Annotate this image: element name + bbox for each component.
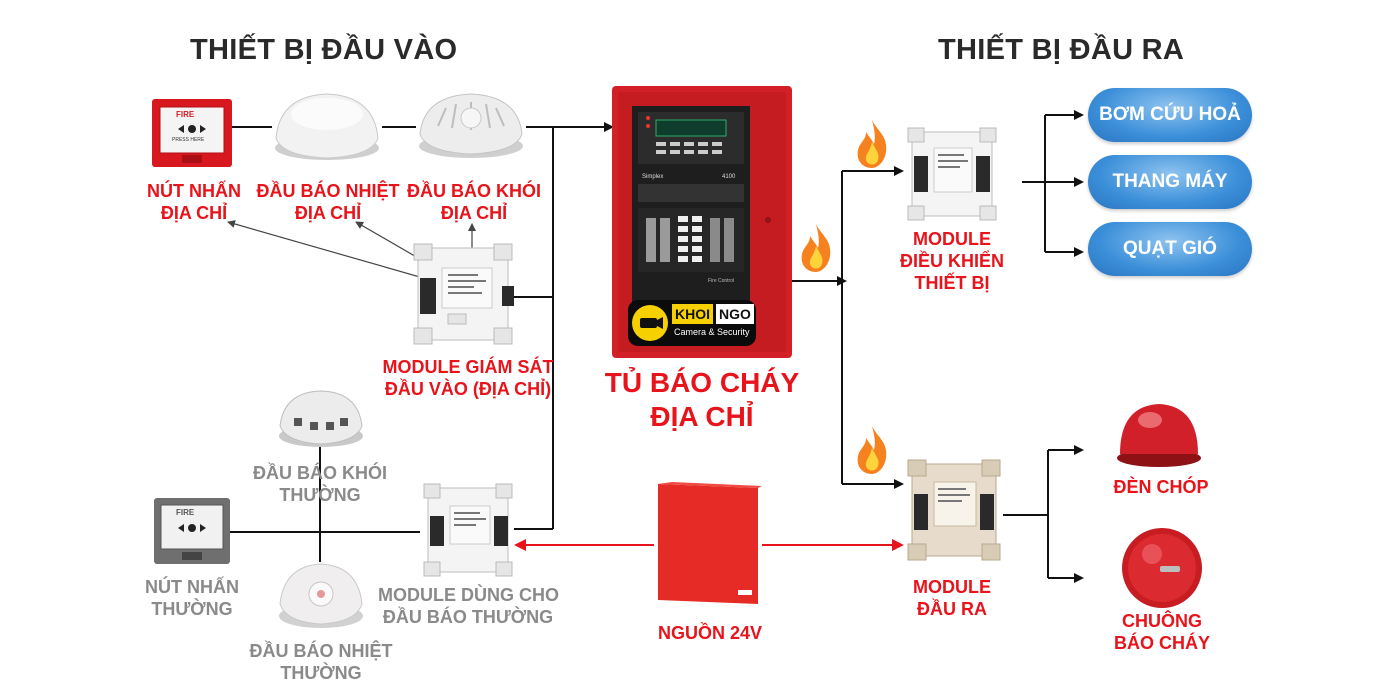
call-point-fire-text: FIRE <box>176 110 195 119</box>
input-monitor-module-image <box>410 242 516 351</box>
call-point-press-text: PRESS HERE <box>172 137 205 143</box>
conventional-heat-detector-image <box>276 560 366 637</box>
panel-caption-text: Fire Control <box>708 278 734 284</box>
outputs-heading: THIẾT BỊ ĐẦU RA <box>938 34 1185 66</box>
control-module-image <box>904 126 1000 227</box>
flame-icon <box>852 424 892 481</box>
brand-name-left: KHOI <box>672 304 713 324</box>
camera-icon <box>632 305 668 341</box>
strobe-light-image <box>1114 402 1204 473</box>
panel-maker-text: Simplex <box>642 174 663 180</box>
conventional-call-point-fire-text: FIRE <box>176 508 195 517</box>
addressable-call-point-image: FIRE PRESS HERE <box>152 99 232 172</box>
fire-alarm-panel-image: Simplex 4100 Fire Control <box>612 86 792 363</box>
elevator-pill: THANG MÁY <box>1088 155 1252 209</box>
fire-bell-image <box>1120 526 1204 615</box>
power-supply-image <box>654 482 762 613</box>
output-module-image <box>904 458 1004 567</box>
panel-model-text: 4100 <box>722 174 736 180</box>
strobe-label: ĐÈN CHÓP <box>1113 477 1209 497</box>
flame-icon <box>796 222 836 279</box>
conventional-zone-module-image <box>420 482 516 583</box>
fan-pill: QUẠT GIÓ <box>1088 222 1252 276</box>
conventional-smoke-detector-image <box>276 388 366 455</box>
flame-icon <box>852 118 892 175</box>
fire-pump-pill: BƠM CỨU HOẢ <box>1088 88 1252 142</box>
brand-name-right: NGO <box>716 304 754 324</box>
output-loop-wire <box>790 110 1084 583</box>
inputs-heading: THIẾT BỊ ĐẦU VÀO <box>190 34 458 66</box>
conventional-call-point-image: FIRE <box>154 498 230 569</box>
addressable-smoke-detector-image <box>416 88 526 171</box>
addressable-heat-detector-image <box>272 90 382 173</box>
brand-tagline: Camera & Security <box>674 327 750 337</box>
brand-logo: KHOI NGO Camera & Security <box>628 300 756 346</box>
input-loop-wire <box>230 122 614 562</box>
power-supply-label: NGUỒN 24V <box>657 623 763 643</box>
